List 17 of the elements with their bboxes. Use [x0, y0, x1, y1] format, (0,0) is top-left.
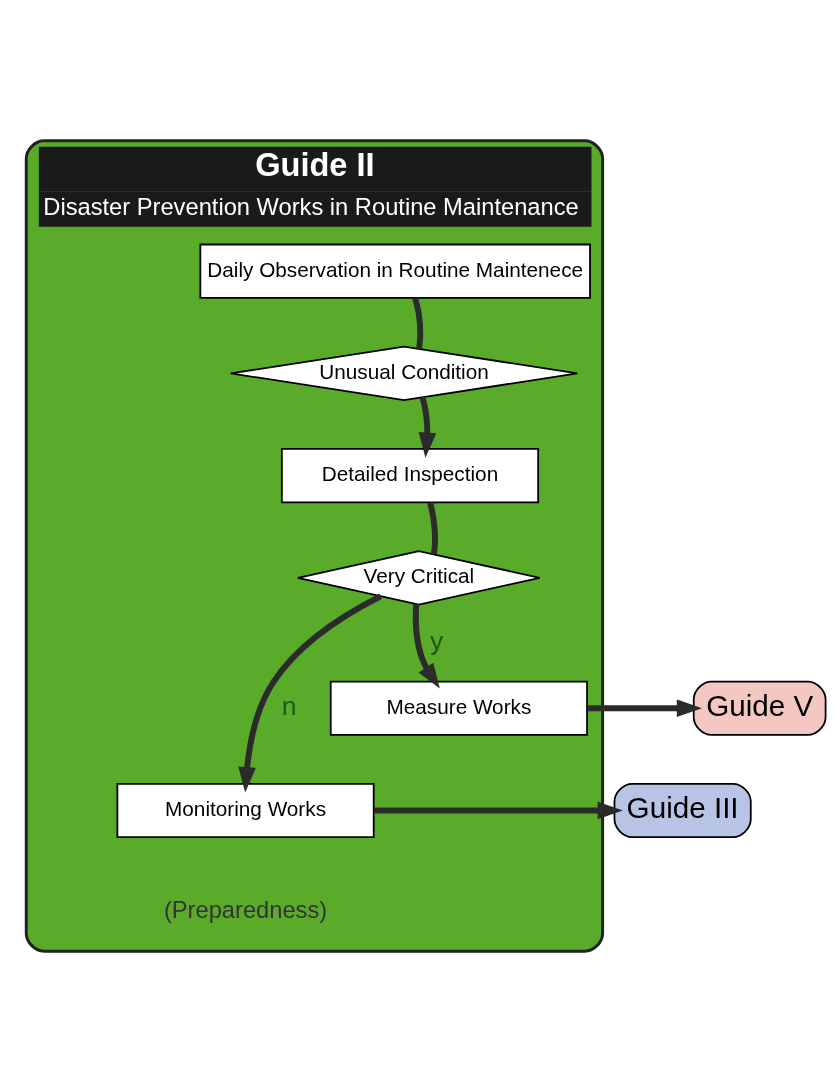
arrow [418, 396, 437, 458]
edge-label: y [430, 625, 444, 656]
node-diamond: Unusual Condition [229, 345, 579, 401]
connector [412, 296, 424, 349]
arrow [412, 603, 440, 689]
connector [427, 501, 438, 554]
node-box: Detailed Inspection [280, 447, 540, 503]
node-box: Monitoring Works [116, 782, 375, 838]
node-box: Measure Works [329, 680, 588, 736]
arrow [587, 698, 703, 717]
node-box: Guide V [692, 680, 827, 736]
arrow [374, 801, 623, 819]
edge-label: n [281, 690, 297, 721]
node-box: Daily Observation in Routine Maintenece [199, 243, 591, 299]
node-box: Guide III [613, 782, 752, 838]
node-diamond: Very Critical [297, 549, 541, 605]
arrow [238, 593, 382, 792]
